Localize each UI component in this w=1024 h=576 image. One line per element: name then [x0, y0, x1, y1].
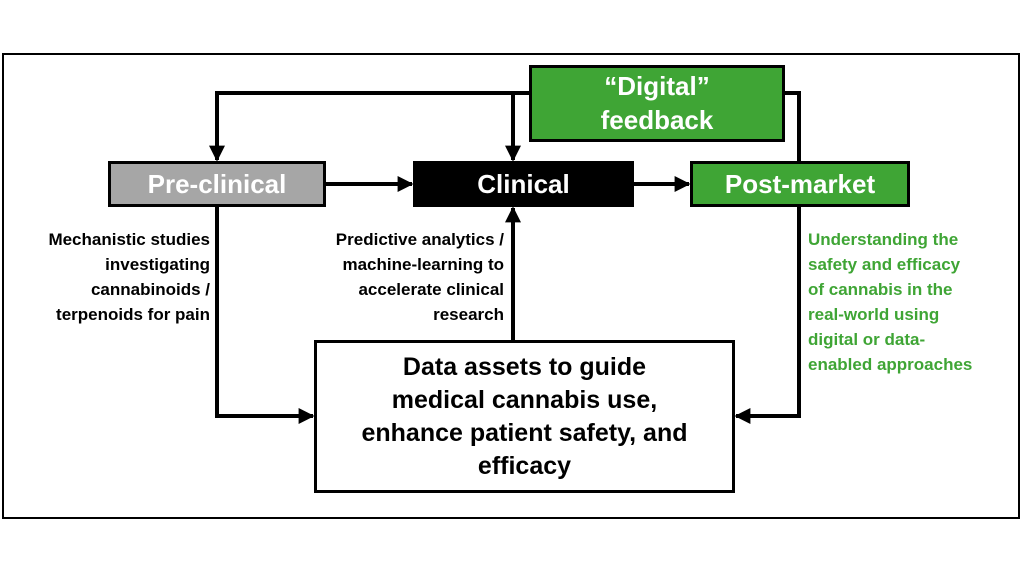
diagram-frame: [2, 53, 1020, 519]
arrow-postmarket-to-data: [734, 207, 801, 424]
node-data-assets-label: Data assets to guide medical cannabis us…: [361, 352, 688, 480]
annotation-pre-clinical: Mechanistic studies investigating cannab…: [48, 230, 210, 324]
node-post-market: Post-market: [690, 161, 910, 207]
node-post-market-label: Post-market: [724, 168, 876, 199]
node-pre-clinical-label: Pre-clinical: [147, 168, 287, 199]
node-pre-clinical: Pre-clinical: [108, 161, 326, 207]
node-digital-feedback: “Digital” feedback: [529, 65, 785, 142]
node-data-assets: Data assets to guide medical cannabis us…: [314, 340, 735, 493]
node-clinical: Clinical: [413, 161, 634, 207]
arrow-preclinical-to-data: [215, 207, 315, 424]
annotation-clinical: Predictive analytics / machine-learning …: [335, 230, 504, 324]
node-clinical-label: Clinical: [477, 168, 570, 199]
annotation-post-market: Understanding the safety and efficacy of…: [808, 230, 973, 374]
node-digital-feedback-label: “Digital” feedback: [600, 70, 714, 135]
arrow-feedback-loop-to-preclinical: [209, 91, 801, 162]
